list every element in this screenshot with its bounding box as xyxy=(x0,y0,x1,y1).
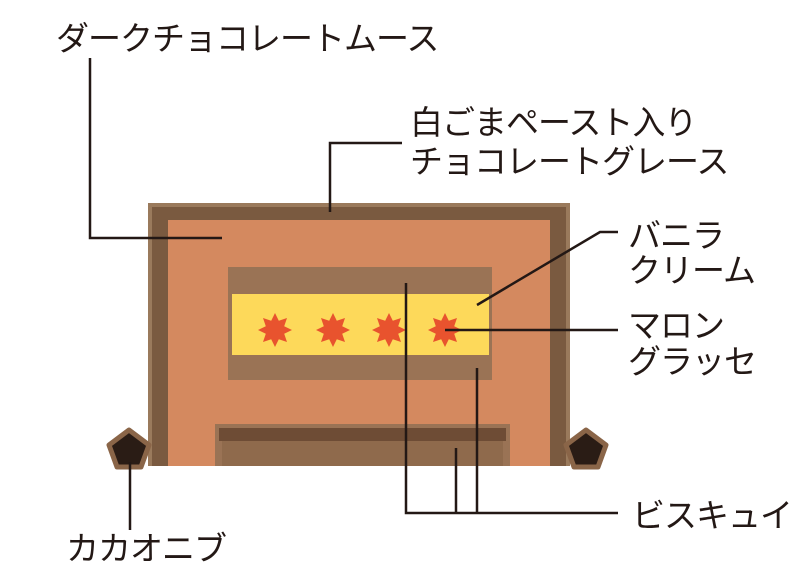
marron-star xyxy=(372,313,406,347)
label-marron-line1: マロン xyxy=(628,306,725,345)
glace-leader xyxy=(328,141,402,212)
label-cacao-nibs: カカオニブ xyxy=(66,529,227,568)
label-mousse: ダークチョコレートムース xyxy=(56,19,439,58)
mousse-leader xyxy=(88,58,222,240)
vanilla-leader xyxy=(476,230,618,307)
label-glace-line1: 白ごまペースト入り xyxy=(410,103,697,142)
biscuit-bottom-body xyxy=(222,441,503,466)
biscuit-leader xyxy=(404,283,618,515)
label-marron-line2: グラッセ xyxy=(628,342,757,381)
biscuit-bottom-dark-band xyxy=(219,428,506,441)
cacao-nib-left xyxy=(106,427,152,470)
marron-star xyxy=(316,313,350,347)
leader-lines xyxy=(88,58,618,530)
label-vanilla-line1: バニラ xyxy=(628,216,725,255)
label-biscuit: ビスキュイ xyxy=(632,496,793,535)
cake-cross-section xyxy=(106,203,609,470)
label-glace-line2: チョコレートグレース xyxy=(410,142,729,181)
cacao-nib-right xyxy=(563,427,609,470)
label-vanilla-line2: クリーム xyxy=(628,251,756,290)
marron-star xyxy=(258,313,292,347)
